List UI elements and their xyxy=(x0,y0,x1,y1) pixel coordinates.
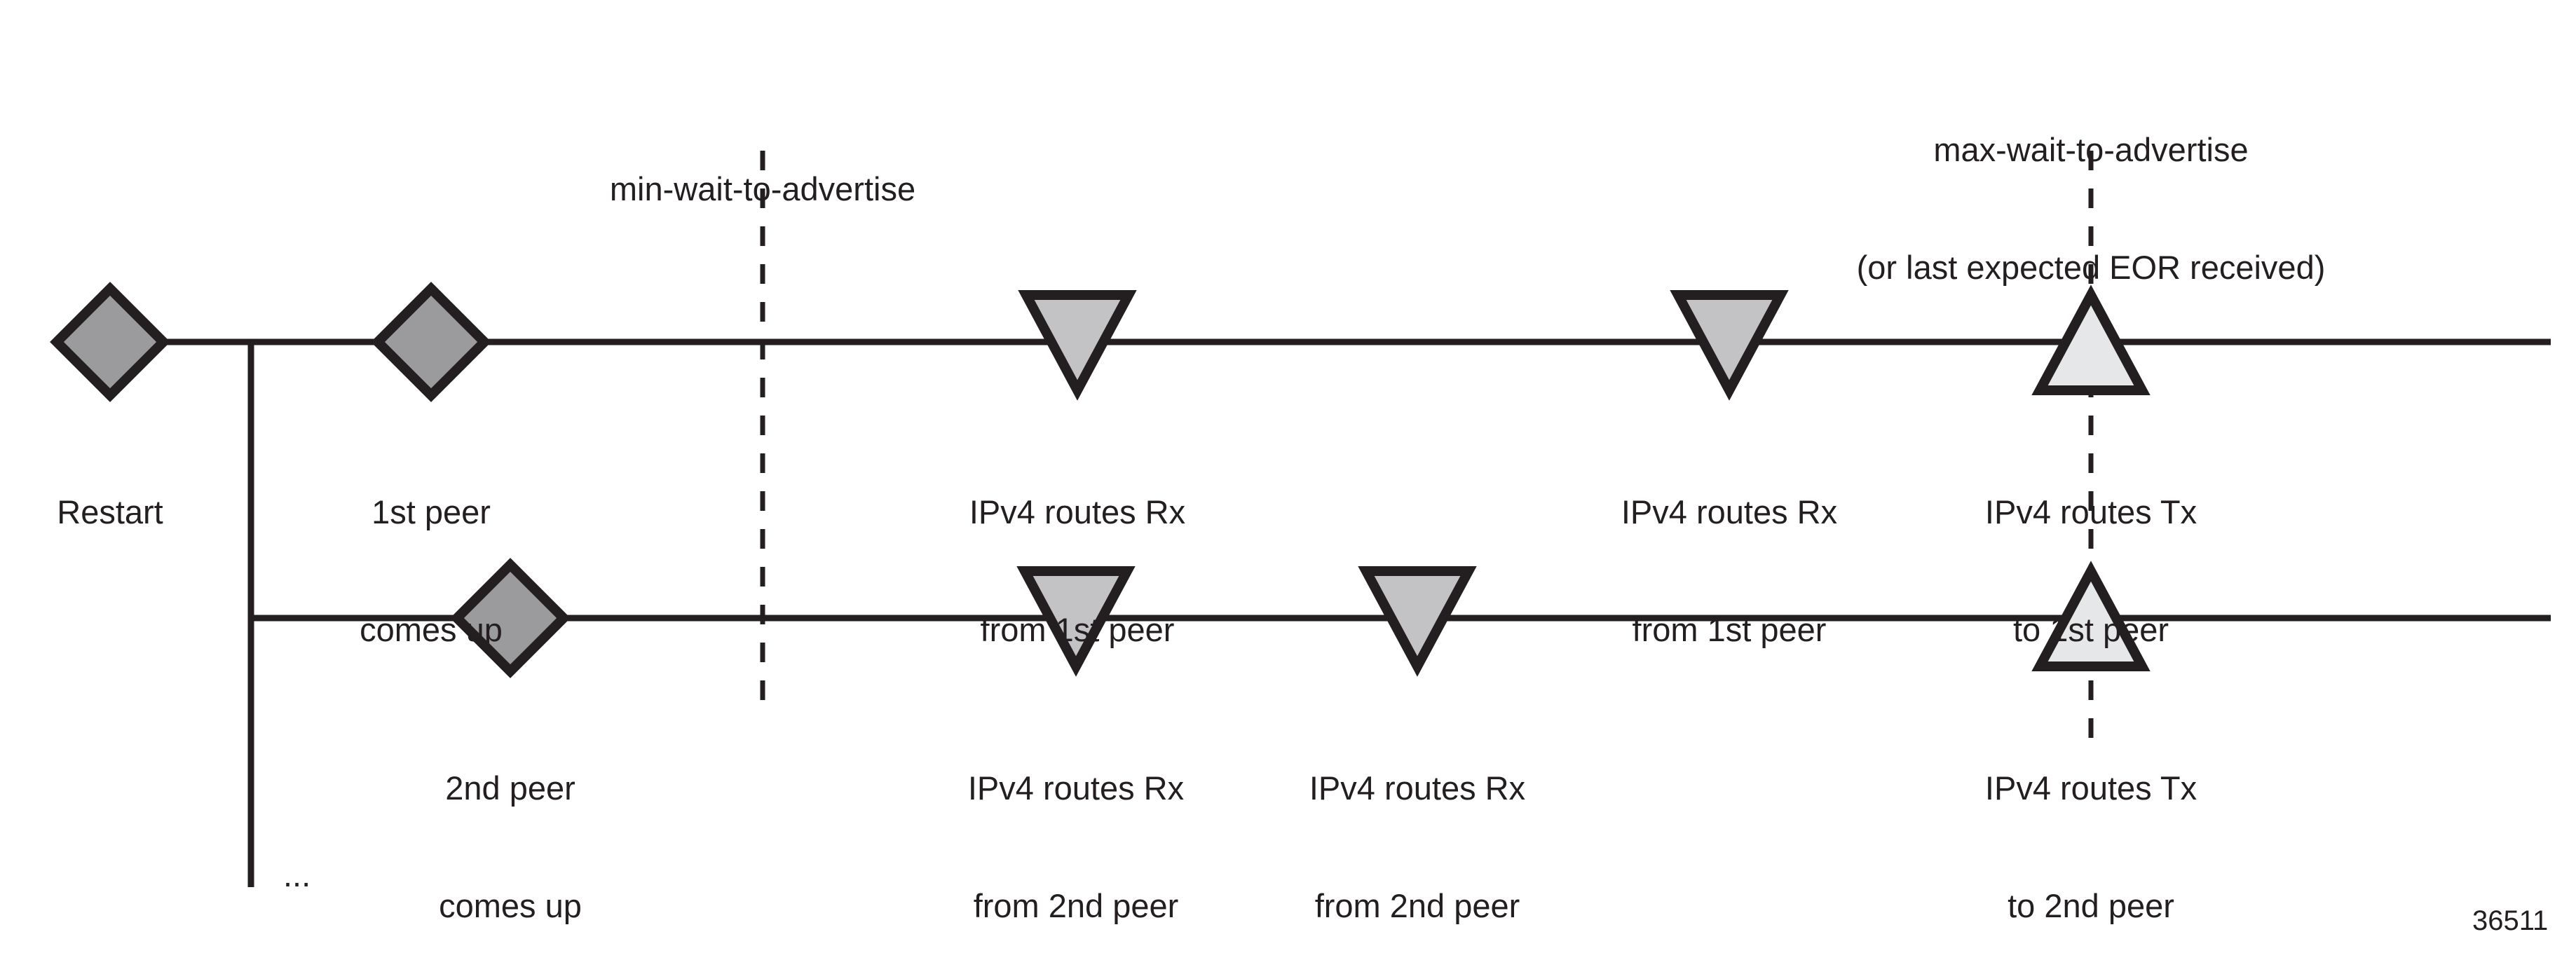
event-label-rx1-b-line1: IPv4 routes Rx xyxy=(1621,493,1838,530)
event-label-peer1-up-line2: comes up xyxy=(360,611,503,648)
event-label-rx2-a-line2: from 2nd peer xyxy=(973,887,1179,924)
min-wait-to-advertise-label: min-wait-to-advertise xyxy=(482,91,1043,287)
max-wait-to-advertise-label: max-wait-to-advertise (or last expected … xyxy=(1740,52,2441,366)
event-label-rx1-a: IPv4 routes Rx from 1st peer xyxy=(920,414,1235,728)
max-wait-to-advertise-text-line1: max-wait-to-advertise xyxy=(1933,131,2249,168)
event-marker-rx2-b-triangle-down[interactable] xyxy=(1358,566,1477,677)
event-label-tx1-line1: IPv4 routes Tx xyxy=(1984,493,2197,530)
event-label-rx1-a-line2: from 1st peer xyxy=(980,611,1175,648)
event-marker-peer1-up-diamond[interactable] xyxy=(371,282,491,402)
event-label-tx2: IPv4 routes Tx to 2nd peer xyxy=(1933,690,2249,953)
event-label-restart: Restart xyxy=(0,414,250,610)
event-label-tx1-line2: to 1st peer xyxy=(2012,611,2169,648)
event-label-peer1-up-line1: 1st peer xyxy=(372,493,491,530)
event-marker-tx2-triangle-up[interactable] xyxy=(2031,561,2151,671)
max-wait-to-advertise-text-line2: (or last expected EOR received) xyxy=(1856,249,2326,286)
event-label-rx2-a-line1: IPv4 routes Rx xyxy=(967,769,1185,807)
figure-number-label: 36511 xyxy=(2472,905,2549,936)
event-label-restart-line1: Restart xyxy=(57,493,163,530)
event-marker-tx1-triangle-up[interactable] xyxy=(2031,284,2151,395)
event-label-tx2-line1: IPv4 routes Tx xyxy=(1984,769,2197,807)
event-marker-peer2-up-diamond[interactable] xyxy=(450,558,571,678)
event-marker-rx1-a-triangle-down[interactable] xyxy=(1018,290,1137,401)
event-label-rx1-b: IPv4 routes Rx from 1st peer xyxy=(1572,414,1887,728)
event-label-tx1: IPv4 routes Tx to 1st peer xyxy=(1933,414,2249,728)
event-label-peer2-up: 2nd peer comes up xyxy=(370,690,650,953)
event-label-rx2-b: IPv4 routes Rx from 2nd peer xyxy=(1260,690,1575,953)
event-label-rx1-a-line1: IPv4 routes Rx xyxy=(969,493,1186,530)
event-label-rx1-b-line2: from 1st peer xyxy=(1632,611,1827,648)
event-label-rx2-b-line2: from 2nd peer xyxy=(1314,887,1520,924)
event-marker-rx1-b-triangle-down[interactable] xyxy=(1670,290,1789,401)
timeline-continuation-ellipsis: ... xyxy=(283,856,311,893)
event-label-tx2-line2: to 2nd peer xyxy=(2008,887,2174,924)
event-label-rx2-a: IPv4 routes Rx from 2nd peer xyxy=(918,690,1234,953)
event-label-peer2-up-line1: 2nd peer xyxy=(445,769,575,807)
event-marker-rx2-a-triangle-down[interactable] xyxy=(1016,566,1136,677)
event-marker-restart-diamond[interactable] xyxy=(50,282,170,402)
min-wait-to-advertise-text: min-wait-to-advertise xyxy=(609,170,916,207)
event-label-peer1-up: 1st peer comes up xyxy=(291,414,571,728)
event-label-rx2-b-line1: IPv4 routes Rx xyxy=(1309,769,1526,807)
event-label-peer2-up-line2: comes up xyxy=(439,887,582,924)
